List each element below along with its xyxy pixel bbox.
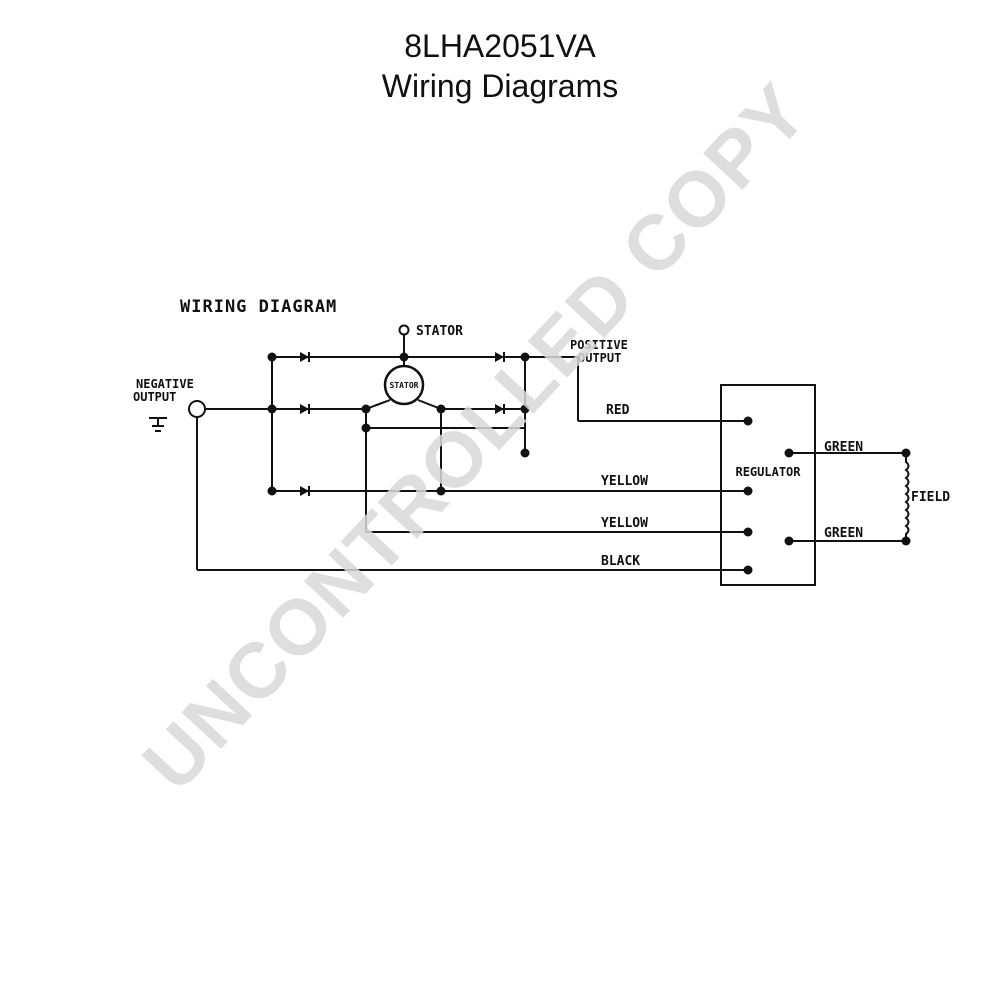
stator-terminal-icon (398, 324, 410, 336)
diode-icon (299, 485, 310, 497)
wire-label-black: BLACK (601, 554, 640, 569)
wire-label-yellow-1: YELLOW (601, 474, 648, 489)
diode-icon (299, 351, 310, 363)
ground-icon (149, 417, 167, 432)
wires (196, 334, 910, 571)
positive-output-label: POSITIVE (570, 338, 628, 352)
diode-icon (494, 351, 505, 363)
wire-label-yellow-2: YELLOW (601, 516, 648, 531)
positive-output-label-2: OUTPUT (578, 351, 621, 365)
diode-icon (494, 403, 505, 415)
diagram-title: WIRING DIAGRAM (180, 297, 337, 317)
junctions (267, 352, 911, 575)
negative-output-terminal-icon (188, 400, 206, 418)
page-header: 8LHA2051VA Wiring Diagrams (0, 26, 1000, 106)
stator-coil-label: STATOR (390, 381, 419, 390)
negative-output-label-2: OUTPUT (133, 390, 176, 404)
regulator-box (720, 384, 816, 586)
part-number: 8LHA2051VA (404, 28, 596, 64)
negative-output-label: NEGATIVE (136, 377, 194, 391)
regulator-label: REGULATOR (735, 465, 801, 479)
field-label: FIELD (911, 490, 950, 505)
diode-icon (299, 403, 310, 415)
wire-label-red: RED (606, 403, 630, 418)
stator-terminal-label: STATOR (416, 324, 463, 339)
stator-coil-icon (383, 364, 425, 406)
wire-label-green-2: GREEN (824, 526, 863, 541)
page-subtitle: Wiring Diagrams (381, 68, 619, 104)
wire-label-green-1: GREEN (824, 440, 863, 455)
